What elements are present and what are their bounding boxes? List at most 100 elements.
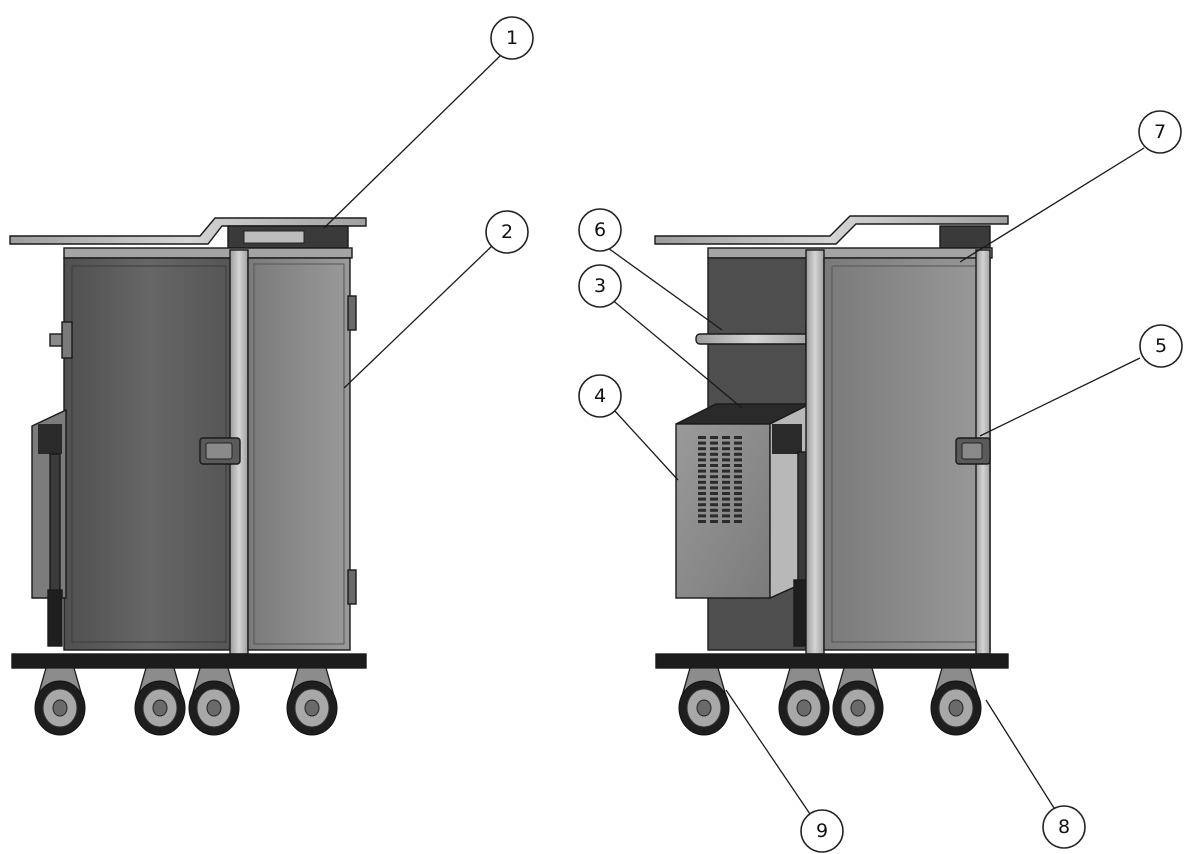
hinge-top-left bbox=[347, 295, 357, 331]
callout-9: 9 bbox=[800, 809, 844, 853]
vent-slot bbox=[734, 441, 742, 445]
vent-slot bbox=[710, 480, 718, 484]
vent-slot bbox=[734, 452, 742, 456]
vent-slot bbox=[710, 458, 718, 462]
trolley-right bbox=[654, 215, 1009, 736]
vent-slot bbox=[722, 475, 730, 479]
base-right bbox=[655, 653, 1009, 669]
vent-slot bbox=[734, 480, 742, 484]
vent-slot bbox=[698, 514, 706, 518]
vent-slot bbox=[710, 492, 718, 495]
callout-3-label: 3 bbox=[594, 275, 606, 297]
vent-slot bbox=[722, 508, 730, 512]
wheel-right-1 bbox=[678, 667, 730, 736]
vent-slot bbox=[710, 447, 718, 451]
callout-4-label: 4 bbox=[594, 385, 606, 407]
callout-2-label: 2 bbox=[501, 221, 513, 243]
vent-slot bbox=[710, 452, 718, 456]
vent-slot bbox=[710, 469, 718, 473]
vent-slot bbox=[698, 464, 706, 467]
vent-slot bbox=[698, 447, 706, 451]
vent-slot bbox=[698, 452, 706, 456]
callout-4: 4 bbox=[578, 374, 622, 418]
callout-2: 2 bbox=[485, 210, 529, 254]
wheel-left-3 bbox=[188, 667, 240, 736]
callout-6: 6 bbox=[578, 208, 622, 252]
trolley-left bbox=[9, 217, 367, 736]
callout-7-label: 7 bbox=[1154, 121, 1166, 143]
vent-slot bbox=[710, 441, 718, 445]
vent-slot bbox=[722, 480, 730, 484]
callout-1-label: 1 bbox=[506, 27, 518, 49]
vent-slot bbox=[698, 486, 706, 490]
vent-slot bbox=[722, 452, 730, 456]
vent-slot bbox=[698, 436, 706, 439]
callout-1: 1 bbox=[490, 16, 534, 60]
vent-slot bbox=[710, 436, 718, 439]
callout-8-label: 8 bbox=[1058, 816, 1070, 838]
vent-slot bbox=[734, 508, 742, 512]
vent-slot bbox=[710, 503, 718, 507]
vent-slot bbox=[722, 520, 730, 523]
door-left bbox=[247, 257, 351, 651]
vent-slot bbox=[710, 464, 718, 467]
vent-slot bbox=[698, 480, 706, 484]
vent-slot bbox=[710, 475, 718, 479]
vent-slot bbox=[698, 503, 706, 507]
vent-slot bbox=[734, 436, 742, 439]
vent-slot bbox=[734, 520, 742, 523]
base-left bbox=[11, 653, 367, 669]
vent-slot bbox=[722, 441, 730, 445]
display-left bbox=[243, 230, 305, 244]
vent-slot bbox=[698, 520, 706, 523]
vent-slot bbox=[698, 458, 706, 462]
vent-slot bbox=[734, 447, 742, 451]
vent-slot bbox=[710, 497, 718, 501]
callout-3: 3 bbox=[578, 264, 622, 308]
vent-grille bbox=[698, 436, 742, 523]
vent-slot bbox=[734, 503, 742, 507]
vent-slot bbox=[734, 458, 742, 462]
vent-slot bbox=[734, 464, 742, 467]
vent-slot bbox=[734, 475, 742, 479]
wheel-left-4 bbox=[286, 667, 338, 736]
hinge-bottom-left bbox=[347, 569, 357, 605]
leader-lines bbox=[323, 55, 1145, 815]
vent-slot bbox=[734, 469, 742, 473]
vent-slot bbox=[710, 520, 718, 523]
vent-slot bbox=[698, 475, 706, 479]
vent-slot bbox=[722, 464, 730, 467]
vent-slot bbox=[734, 497, 742, 501]
vent-slot bbox=[722, 458, 730, 462]
wheel-right-4 bbox=[930, 667, 982, 736]
vent-slot bbox=[734, 492, 742, 495]
vent-slot bbox=[734, 514, 742, 518]
callout-6-label: 6 bbox=[594, 219, 606, 241]
vent-slot bbox=[722, 503, 730, 507]
vent-slot bbox=[722, 492, 730, 495]
callout-7: 7 bbox=[1138, 110, 1182, 154]
wheel-left-1 bbox=[34, 667, 86, 736]
vent-slot bbox=[698, 469, 706, 473]
vent-slot bbox=[710, 508, 718, 512]
callout-8: 8 bbox=[1042, 805, 1086, 849]
side-rail-right bbox=[695, 333, 813, 345]
vent-slot bbox=[698, 492, 706, 495]
wheel-right-3 bbox=[832, 667, 884, 736]
vent-slot bbox=[722, 469, 730, 473]
vent-slot bbox=[698, 508, 706, 512]
push-handle-right bbox=[654, 215, 1009, 245]
callout-5: 5 bbox=[1139, 324, 1183, 368]
vent-slot bbox=[722, 436, 730, 439]
vent-slot bbox=[698, 441, 706, 445]
wheel-left-2 bbox=[134, 667, 186, 736]
vent-slot bbox=[734, 486, 742, 490]
vent-slot bbox=[710, 486, 718, 490]
vent-slot bbox=[722, 497, 730, 501]
vent-slot bbox=[722, 447, 730, 451]
vent-slot bbox=[710, 514, 718, 518]
vent-slot bbox=[722, 486, 730, 490]
corner-post-right bbox=[805, 249, 825, 655]
callout-5-label: 5 bbox=[1155, 335, 1167, 357]
